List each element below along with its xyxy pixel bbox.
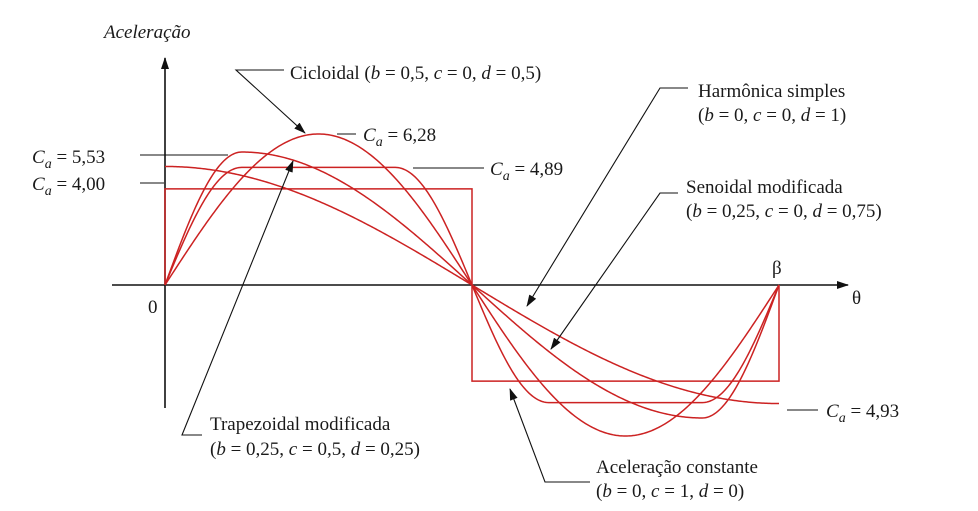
leader-constant [509, 388, 590, 483]
annotation-harmonic-params: (b = 0, c = 0, d = 1) [698, 105, 846, 126]
annotation-modsine-name: Senoidal modificada [686, 177, 843, 198]
annotation-modtrap-name: Trapezoidal modificada [210, 414, 391, 435]
annotation-constant-params: (b = 0, c = 1, d = 0) [596, 481, 744, 502]
origin-label: 0 [148, 297, 158, 318]
annotation-harmonic-name: Harmônica simples [698, 81, 845, 102]
y-axis-label: Aceleração [102, 22, 191, 43]
beta-label: β [772, 258, 782, 279]
annotation-modsine-params: (b = 0,25, c = 0, d = 0,75) [686, 201, 882, 222]
curve-constant [164, 188, 780, 382]
annotation-modtrap-params: (b = 0,25, c = 0,5, d = 0,25) [210, 439, 420, 460]
leader-modsine [550, 192, 678, 350]
ca-label-400: Ca = 4,00 [32, 174, 105, 199]
annotation-constant-name: Aceleração constante [596, 457, 758, 478]
leader-modtrap [181, 160, 294, 436]
curves-group [164, 133, 780, 437]
leader-cycloidal [234, 69, 306, 134]
annotation-cycloidal: Cicloidal (b = 0,5, c = 0, d = 0,5) [290, 63, 541, 84]
ca-label-553: Ca = 5,53 [32, 147, 105, 172]
ca-label-493: Ca = 4,93 [826, 401, 899, 426]
ca-label-628: Ca = 6,28 [363, 125, 436, 150]
leader-harmonic [526, 87, 688, 307]
x-axis-label: θ [852, 288, 861, 309]
ca-label-489: Ca = 4,89 [490, 159, 563, 184]
